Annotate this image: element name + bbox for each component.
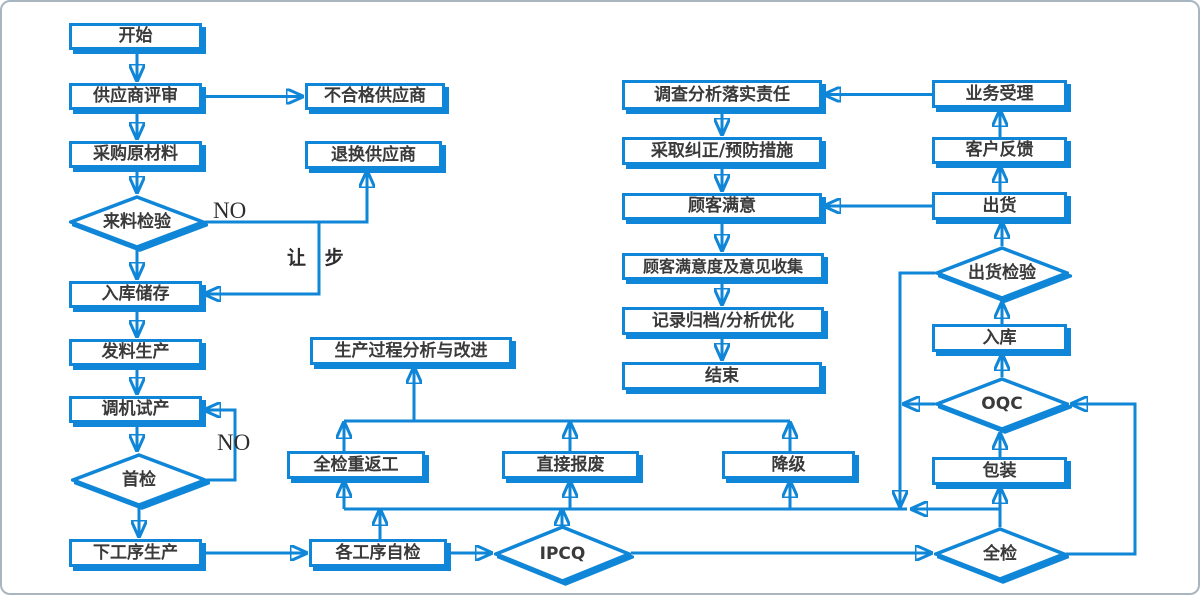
node-warehouse: 入库 [932, 324, 1067, 352]
node-ipcq: IPCQ [494, 525, 631, 583]
node-incoming-inspection: 来料检验 [69, 195, 205, 249]
node-end: 结束 [622, 362, 822, 390]
node-supplier-review-label: 供应商评审 [93, 86, 178, 106]
node-downgrade-label: 降级 [771, 454, 806, 475]
node-self-inspection: 各工序自检 [309, 539, 447, 567]
node-unqualified-supplier: 不合格供应商 [305, 83, 445, 110]
node-collect-feedback-label: 顾客满意度及意见收集 [642, 256, 803, 276]
node-satisfaction: 顾客满意 [622, 193, 822, 220]
node-customer-feedback-label: 客户反馈 [965, 140, 1034, 160]
node-storage: 入库储存 [69, 281, 202, 308]
node-oqc-label: OQC [981, 393, 1023, 414]
node-first-inspection-label: 首检 [122, 469, 156, 490]
node-trial-production: 调机试产 [69, 396, 202, 423]
node-shipping: 出货 [932, 192, 1067, 220]
node-self-inspection-label: 各工序自检 [335, 542, 421, 563]
node-satisfaction-label: 顾客满意 [688, 196, 756, 216]
diamond-shape-icon [71, 453, 207, 507]
node-business-acceptance: 业务受理 [932, 80, 1067, 108]
node-investigate: 调查分析落实责任 [622, 80, 822, 110]
node-customer-feedback: 客户反馈 [932, 137, 1067, 164]
node-oqc: OQC [935, 377, 1069, 431]
diamond-shape-icon [934, 527, 1066, 581]
node-investigate-label: 调查分析落实责任 [654, 84, 790, 105]
node-replace-supplier: 退换供应商 [305, 141, 442, 169]
node-business-acceptance-label: 业务受理 [965, 83, 1034, 104]
edge-label-first-no: NO [217, 430, 251, 455]
node-purchase-materials: 采购原材料 [69, 141, 202, 168]
node-warehouse-label: 入库 [982, 327, 1017, 348]
node-shipping-inspection-label: 出货检验 [968, 262, 1036, 283]
diamond-shape-icon [935, 377, 1069, 431]
diamond-shape-icon [935, 246, 1069, 300]
node-start: 开始 [69, 23, 202, 50]
node-first-inspection: 首检 [71, 453, 207, 507]
node-scrap-label: 直接报废 [536, 454, 605, 475]
node-archive-label: 记录归档/分析优化 [651, 310, 795, 331]
node-end-label: 结束 [705, 365, 739, 386]
node-next-process-label: 下工序生产 [93, 542, 178, 563]
node-process-analysis-label: 生产过程分析与改进 [334, 340, 488, 361]
node-packaging: 包装 [932, 457, 1067, 485]
edge-label-concession: 让 步 [287, 247, 350, 269]
node-issue-production: 发料生产 [69, 339, 202, 366]
node-supplier-review: 供应商评审 [69, 83, 202, 110]
node-shipping-label: 出货 [982, 195, 1017, 216]
node-ipcq-label: IPCQ [539, 543, 586, 564]
node-purchase-materials-label: 采购原材料 [93, 144, 178, 164]
node-downgrade: 降级 [722, 451, 855, 479]
node-incoming-inspection-label: 来料检验 [103, 211, 171, 232]
edge-label-incoming-no: NO [213, 198, 247, 223]
diamond-shape-icon [69, 195, 205, 249]
node-process-analysis: 生产过程分析与改进 [310, 337, 512, 365]
node-storage-label: 入库储存 [101, 284, 170, 304]
node-corrective-label: 采取纠正/预防措施 [650, 140, 794, 161]
node-unqualified-supplier-label: 不合格供应商 [324, 86, 426, 106]
node-issue-production-label: 发料生产 [101, 342, 170, 362]
node-scrap: 直接报废 [502, 451, 639, 479]
node-shipping-inspection: 出货检验 [935, 246, 1069, 300]
node-packaging-label: 包装 [982, 460, 1017, 481]
node-trial-production-label: 调机试产 [101, 399, 170, 419]
diamond-shape-icon [494, 525, 631, 583]
node-corrective: 采取纠正/预防措施 [622, 137, 822, 165]
node-replace-supplier-label: 退换供应商 [331, 144, 416, 165]
node-full-inspection: 全检 [934, 527, 1066, 581]
node-full-inspection-label: 全检 [983, 543, 1017, 564]
node-archive: 记录归档/分析优化 [622, 307, 824, 335]
node-collect-feedback: 顾客满意度及意见收集 [622, 253, 824, 280]
node-rework-label: 全检重返工 [313, 454, 399, 475]
node-start-label: 开始 [118, 26, 153, 46]
node-rework: 全检重返工 [287, 451, 425, 479]
node-next-process: 下工序生产 [69, 539, 202, 567]
